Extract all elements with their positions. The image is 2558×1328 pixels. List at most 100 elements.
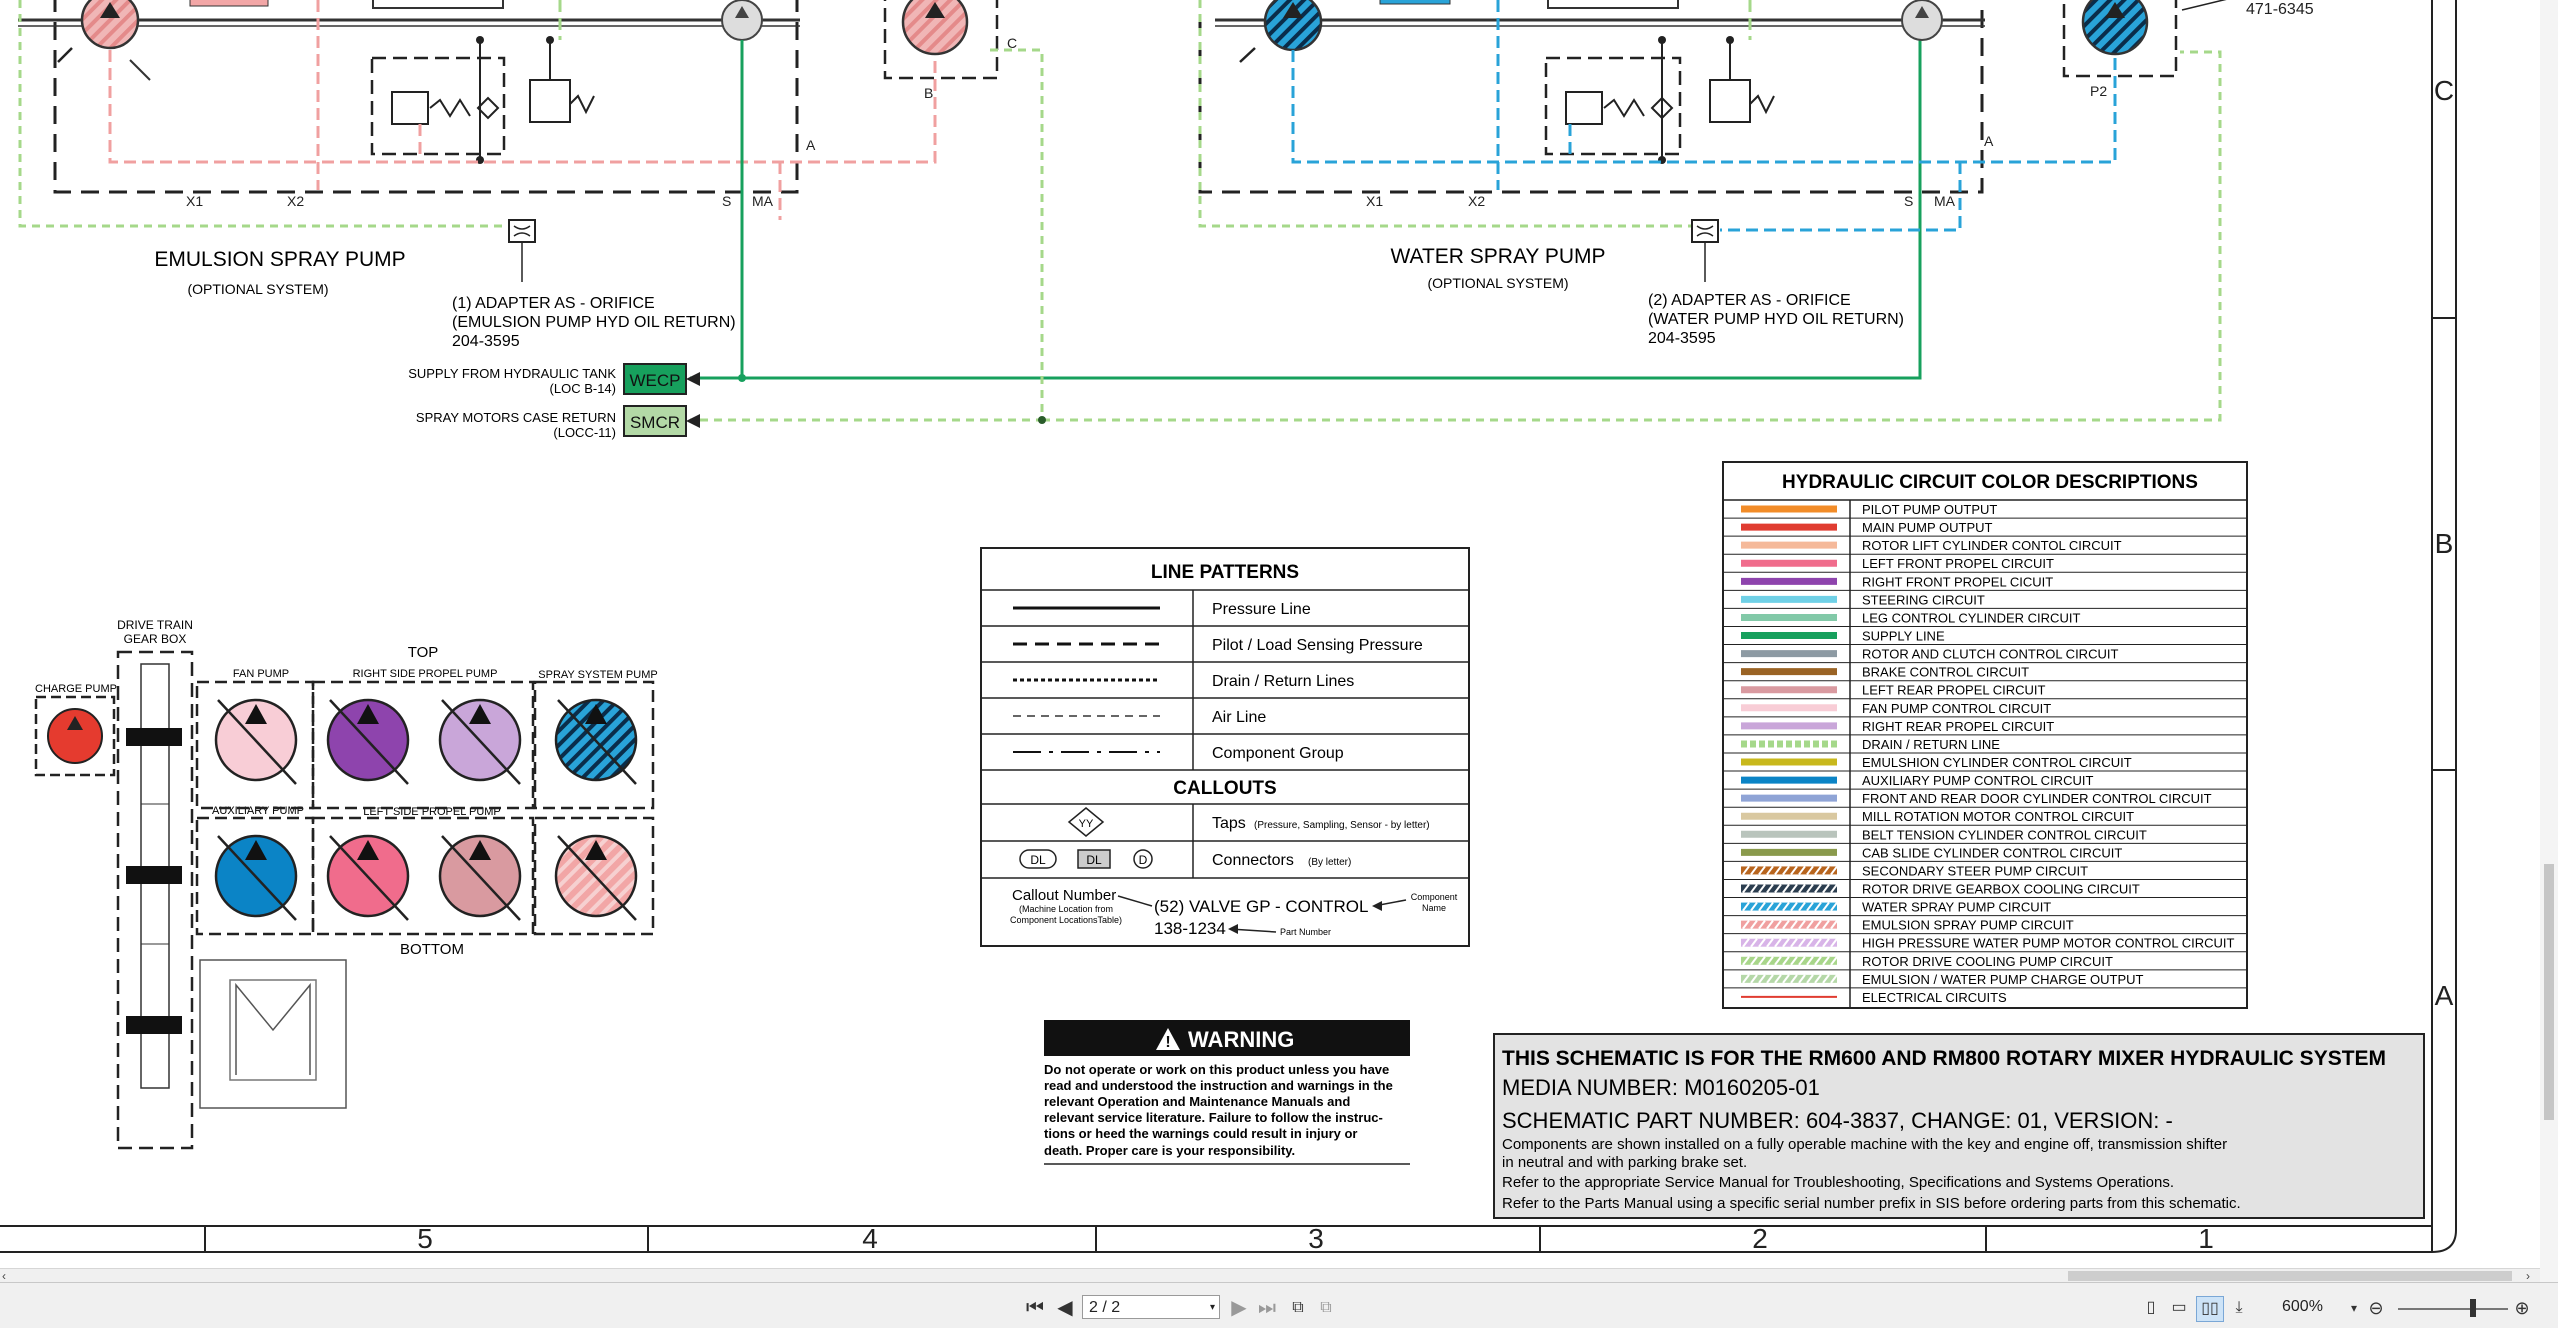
svg-text:!: ! [1165,1034,1170,1051]
grid-row-b: B [2435,528,2454,559]
emulsion-subtitle: (OPTIONAL SYSTEM) [187,281,328,297]
color-description-label: EMULSION SPRAY PUMP CIRCUIT [1862,918,2074,933]
first-page-icon[interactable]: ⏮ [1026,1297,1044,1319]
connectors-label: Connectors [1212,852,1294,869]
top-label: TOP [408,644,439,661]
zoom-out-icon[interactable]: ⊖ [2368,1298,2384,1318]
grid-col-5: 5 [417,1223,433,1254]
callouts-title: CALLOUTS [1173,778,1276,799]
line-patterns-title: LINE PATTERNS [1151,562,1299,583]
color-description-label: BELT TENSION CYLINDER CONTROL CIRCUIT [1862,827,2147,842]
bottom-label: BOTTOM [400,941,464,958]
component-name-2: Name [1422,903,1446,913]
emulsion-port-x1: X1 [186,193,203,209]
emulsion-port-ma: MA [752,193,774,209]
last-page-icon[interactable]: ⏭ [1258,1297,1276,1319]
vertical-scroll-thumb[interactable] [2544,864,2554,1120]
schematic-part-number: SCHEMATIC PART NUMBER: 604-3837, CHANGE:… [1502,1108,2173,1133]
zoom-level[interactable]: 600% [2282,1298,2323,1315]
water-port-a: A [1984,133,1994,149]
zoom-slider-thumb[interactable] [2470,1299,2476,1317]
emulsion-adapter-line-1: (1) ADAPTER AS - ORIFICE [452,295,655,312]
next-page-icon[interactable]: ▶ [1231,1297,1247,1319]
tap-symbol: YY [1079,818,1094,830]
connectors-note: (By letter) [1308,857,1351,868]
part-number-label: Part Number [1280,927,1331,937]
horizontal-scrollbar[interactable]: ‹ › [0,1268,2540,1283]
schematic-page: 5 4 3 2 1 C B A [0,0,2457,1254]
single-page-view-icon[interactable]: ▯ [2146,1299,2156,1316]
water-part-ref: 471-6345 [2246,1,2314,18]
right-side-propel-label: RIGHT SIDE PROPEL PUMP [353,668,498,680]
scroll-left-icon[interactable]: ‹ [2,1269,6,1283]
emulsion-port-s: S [722,193,731,209]
color-description-label: SUPPLY LINE [1862,629,1945,644]
color-description-label: AUXILIARY PUMP CONTROL CIRCUIT [1862,773,2093,788]
color-description-label: BRAKE CONTROL CIRCUIT [1862,665,2029,680]
fit-page-icon[interactable]: ⤓ [2235,1299,2243,1316]
emulsion-adapter-line-3: 204-3595 [452,333,520,350]
color-description-label: ROTOR DRIVE GEARBOX COOLING CIRCUIT [1862,882,2140,897]
pattern-component-group: Component Group [1212,745,1344,762]
color-swatch [1741,956,1838,966]
grid-col-4: 4 [862,1223,878,1254]
pattern-air-line: Air Line [1212,709,1266,726]
zoom-in-icon[interactable]: ⊕ [2514,1298,2530,1318]
color-description-label: LEFT REAR PROPEL CIRCUIT [1862,683,2046,698]
copy-page-icon[interactable]: ⧉ [1292,1299,1304,1316]
wecp-loc: (LOC B-14) [550,381,616,396]
circuit-color-legend: HYDRAULIC CIRCUIT COLOR DESCRIPTIONS PIL… [1722,461,2248,1009]
vertical-scrollbar[interactable] [2540,0,2558,1282]
color-description-label: FAN PUMP CONTROL CIRCUIT [1862,701,2051,716]
zoom-slider[interactable] [2398,1308,2508,1310]
water-port-ma: MA [1934,193,1956,209]
color-description-label: EMULSION / WATER PUMP CHARGE OUTPUT [1862,972,2144,987]
component-name-1: Component [1411,892,1458,902]
smcr-desc: SPRAY MOTORS CASE RETURN [416,410,616,425]
left-side-propel-label: LEFT SIDE PROPEL PUMP [363,806,501,818]
warning-line-5: tions or heed the warnings could result … [1044,1126,1357,1141]
drive-train-gearbox-diagram: DRIVE TRAIN GEAR BOX TOP BOTTOM CHARGE P… [34,618,658,1150]
water-adapter-line-2: (WATER PUMP HYD OIL RETURN) [1648,311,1904,328]
warning-line-1: Do not operate or work on this product u… [1044,1062,1389,1077]
color-description-label: RIGHT REAR PROPEL CIRCUIT [1862,719,2054,734]
zoom-dropdown-icon[interactable]: ▾ [2350,1301,2358,1315]
color-legend-title: HYDRAULIC CIRCUIT COLOR DESCRIPTIONS [1782,472,2198,493]
warning-line-2: read and understood the instruction and … [1044,1078,1393,1093]
warning-line-4: relevant service literature. Failure to … [1044,1110,1383,1125]
paste-page-icon[interactable]: ⧉ [1320,1299,1332,1316]
callout-note-2: Component LocationsTable) [1010,915,1122,925]
color-description-label: SECONDARY STEER PUMP CIRCUIT [1862,863,2088,878]
color-description-label: ROTOR AND CLUTCH CONTROL CIRCUIT [1862,647,2118,662]
connector-symbol-1: DL [1030,853,1046,867]
water-port-x2: X2 [1468,193,1485,209]
page-frame [0,0,2457,1253]
color-swatch [1741,938,1838,948]
color-description-label: DRAIN / RETURN LINE [1862,737,2000,752]
fan-pump-label: FAN PUMP [233,668,289,680]
prev-page-icon[interactable]: ◀ [1057,1297,1073,1319]
water-port-p2: P2 [2090,83,2107,99]
connector-wecp[interactable]: WECP SUPPLY FROM HYDRAULIC TANK (LOC B-1… [408,363,700,396]
title-note-4: Refer to the Parts Manual using a specif… [1502,1195,2241,1212]
smcr-label: SMCR [630,413,680,432]
water-adapter-line-3: 204-3595 [1648,330,1716,347]
scroll-right-icon[interactable]: › [2526,1269,2530,1283]
color-description-label: ELECTRICAL CIRCUITS [1862,990,2007,1005]
color-description-label: EMULSHION CYLINDER CONTROL CIRCUIT [1862,755,2132,770]
line-patterns-legend: LINE PATTERNS Pressure Line Pilot / Load… [980,547,1470,947]
horizontal-scroll-thumb[interactable] [2068,1271,2512,1281]
page-dropdown-icon[interactable]: ▾ [1209,1302,1215,1313]
water-title: WATER SPRAY PUMP [1390,245,1605,268]
page-number-input[interactable]: 2 / 2 ▾ [1082,1295,1220,1319]
continuous-view-icon[interactable]: ▭ [2171,1299,2187,1316]
color-swatch [1741,883,1838,894]
connector-smcr[interactable]: SMCR SPRAY MOTORS CASE RETURN (LOCC-11) [416,405,700,440]
pattern-pilot-load-sensing: Pilot / Load Sensing Pressure [1212,637,1423,654]
charge-pump-label: CHARGE PUMP [35,683,117,695]
page-indicator: 2 / 2 [1089,1299,1121,1316]
color-description-label: FRONT AND REAR DOOR CYLINDER CONTROL CIR… [1862,791,2212,806]
part-number-example: 138-1234 [1154,919,1226,938]
two-page-view-icon[interactable]: ▯▯ [2196,1296,2224,1322]
